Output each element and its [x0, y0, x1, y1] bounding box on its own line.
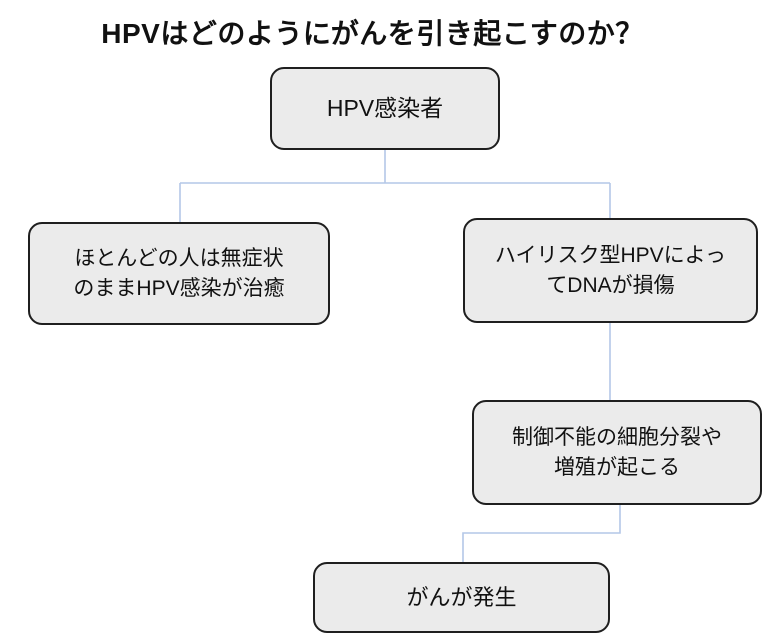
- node-uncontrolled-division: 制御不能の細胞分裂や 増殖が起こる: [472, 400, 762, 505]
- node-cancer-develops: がんが発生: [313, 562, 610, 633]
- node-cancer-develops-label: がんが発生: [406, 584, 517, 610]
- node-uncontrolled-division-label: 制御不能の細胞分裂や 増殖が起こる: [512, 425, 722, 479]
- node-hpv-infected: HPV感染者: [270, 67, 500, 150]
- diagram-title: HPVはどのようにがんを引き起こすのか？: [101, 18, 644, 49]
- node-hpv-infected-label: HPV感染者: [326, 95, 444, 122]
- node-asymptomatic-clearance: ほとんどの人は無症状 のままHPV感染が治癒: [28, 222, 330, 325]
- node-dna-damage: ハイリスク型HPVによっ てDNAが損傷: [463, 218, 758, 323]
- node-asymptomatic-clearance-label: ほとんどの人は無症状 のままHPV感染が治癒: [73, 246, 285, 300]
- edge-division-to-cancer: [462, 504, 621, 563]
- node-dna-damage-label: ハイリスク型HPVによっ てDNAが損傷: [494, 243, 727, 297]
